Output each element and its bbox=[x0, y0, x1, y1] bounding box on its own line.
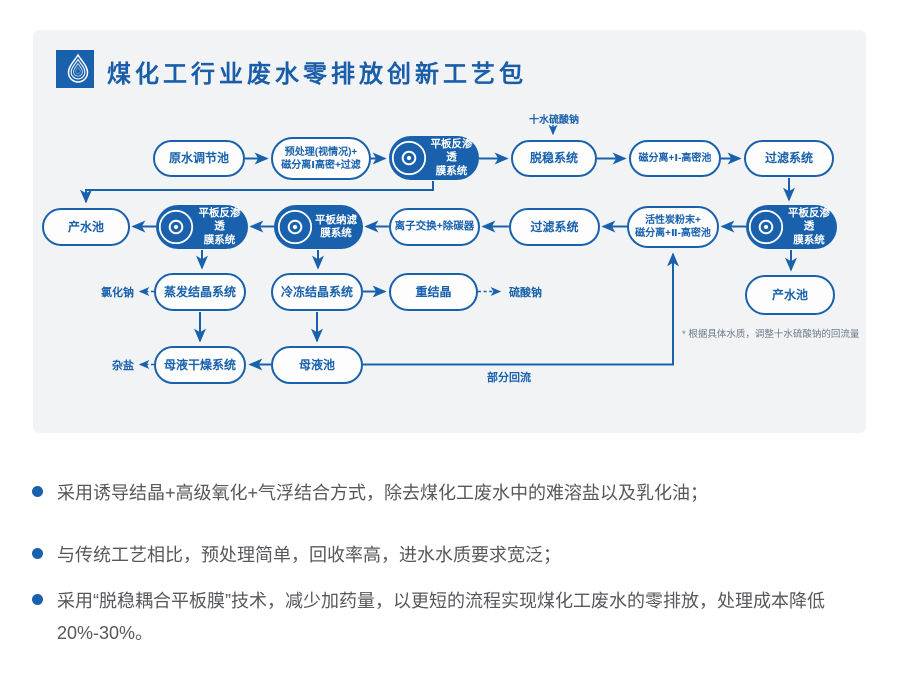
node-label: 产水池 bbox=[771, 287, 808, 302]
node-label: 平板反渗透 膜系统 bbox=[430, 138, 473, 177]
node-filter-system-1: 过滤系统 bbox=[744, 140, 834, 177]
list-item: 采用诱导结晶+高级氧化+气浮结合方式，除去煤化工废水中的难溶盐以及乳化油； bbox=[32, 478, 868, 510]
node-label: 脱稳系统 bbox=[529, 151, 578, 165]
bullet-text: 采用诱导结晶+高级氧化+气浮结合方式，除去煤化工废水中的难溶盐以及乳化油； bbox=[57, 483, 709, 503]
node-label: 活性炭粉末+ 磁分离+Ⅱ-高密池 bbox=[635, 215, 711, 239]
bullet-icon bbox=[32, 594, 43, 605]
node-activated-carbon-magsep-2: 活性炭粉末+ 磁分离+Ⅱ-高密池 bbox=[627, 206, 719, 248]
bullet-text: 采用“脱稳耦合平板膜”技术，减少加药量，以更短的流程实现煤化工废水的零排放，处理… bbox=[57, 591, 825, 643]
footnote: * 根据具体水质，调整十水硫酸钠的回流量 bbox=[682, 329, 860, 340]
node-flat-ro-membrane-1: 平板反渗透 膜系统 bbox=[389, 136, 479, 180]
node-label: 母液干燥系统 bbox=[163, 357, 236, 372]
node-destabilization-system: 脱稳系统 bbox=[511, 140, 597, 177]
label-sodium-chloride: 氯化钠 bbox=[101, 287, 134, 299]
membrane-disc-icon bbox=[158, 209, 194, 245]
node-recrystallization: 重结晶 bbox=[389, 273, 478, 311]
node-ion-exchange: 离子交换+除碳器 bbox=[389, 208, 480, 246]
node-product-water-pool-left: 产水池 bbox=[42, 208, 130, 246]
membrane-disc-icon bbox=[277, 209, 313, 245]
node-mother-liquor-drying: 母液干燥系统 bbox=[154, 346, 246, 384]
node-label: 平板反渗透 膜系统 bbox=[788, 207, 830, 246]
water-drop-logo-icon bbox=[56, 50, 94, 88]
node-evaporation-crystallization: 蒸发结晶系统 bbox=[154, 273, 246, 311]
bullet-icon bbox=[32, 486, 43, 497]
node-pretreatment: 预处理(视情况)+ 磁分离Ⅰ高密+过滤 bbox=[271, 137, 371, 180]
node-label: 产水池 bbox=[67, 219, 104, 234]
node-label: 平板反渗透 膜系统 bbox=[198, 207, 241, 246]
label-mixed-salt: 杂盐 bbox=[112, 360, 134, 372]
node-label: 原水调节池 bbox=[168, 151, 229, 165]
page-title: 煤化工行业废水零排放创新工艺包 bbox=[107, 61, 527, 88]
node-product-water-pool-right: 产水池 bbox=[745, 275, 835, 315]
list-item: 采用“脱稳耦合平板膜”技术，减少加药量，以更短的流程实现煤化工废水的零排放，处理… bbox=[32, 586, 868, 649]
bullet-text: 与传统工艺相比，预处理简单，回收率高，进水水质要求宽泛； bbox=[57, 545, 561, 565]
node-label: 平板纳滤 膜系统 bbox=[315, 213, 357, 239]
membrane-disc-icon bbox=[391, 140, 427, 176]
label-sodium-sulfate: 硫酸钠 bbox=[509, 287, 542, 299]
node-flat-ro-membrane-2: 平板反渗透 膜系统 bbox=[156, 205, 248, 249]
bullet-icon bbox=[32, 548, 43, 559]
node-label: 冷冻结晶系统 bbox=[280, 284, 353, 299]
label-partial-reflux: 部分回流 bbox=[487, 372, 531, 384]
node-label: 蒸发结晶系统 bbox=[163, 284, 236, 299]
node-label: 预处理(视情况)+ 磁分离Ⅰ高密+过滤 bbox=[281, 146, 361, 171]
node-label: 过滤系统 bbox=[764, 151, 813, 165]
node-label: 磁分离+Ⅰ-高密池 bbox=[638, 153, 712, 164]
list-item: 与传统工艺相比，预处理简单，回收率高，进水水质要求宽泛； bbox=[32, 540, 868, 572]
node-raw-water-pool: 原水调节池 bbox=[153, 140, 245, 177]
node-magnetic-separation-1: 磁分离+Ⅰ-高密池 bbox=[629, 140, 721, 177]
node-label: 重结晶 bbox=[415, 284, 452, 299]
membrane-disc-icon bbox=[748, 209, 784, 245]
node-freeze-crystallization: 冷冻结晶系统 bbox=[271, 273, 363, 311]
node-flat-ro-membrane-3: 平板反渗透 膜系统 bbox=[746, 205, 837, 249]
label-sodium-sulfate-decahydrate: 十水硫酸钠 bbox=[529, 115, 579, 126]
node-label: 母液池 bbox=[298, 357, 335, 372]
node-mother-liquor-pool: 母液池 bbox=[271, 346, 363, 384]
node-filter-system-2: 过滤系统 bbox=[509, 208, 600, 246]
node-label: 离子交换+除碳器 bbox=[394, 220, 475, 233]
node-label: 过滤系统 bbox=[530, 219, 579, 234]
node-flat-nanofiltration-membrane: 平板纳滤 膜系统 bbox=[274, 205, 363, 249]
